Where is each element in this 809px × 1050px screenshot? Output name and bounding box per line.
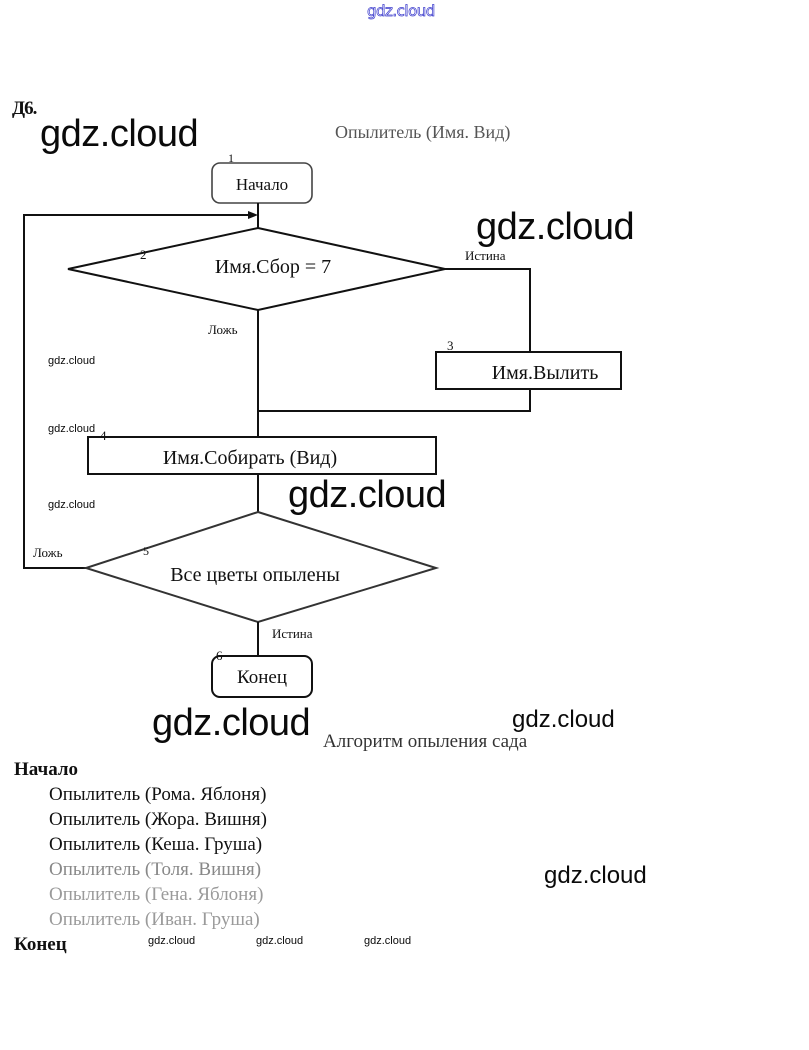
block-decision-collect-text: Имя.Сбор = 7: [215, 256, 331, 278]
loop-back-line: [23, 214, 252, 569]
block-pour-text: Имя.Вылить: [492, 362, 599, 384]
watermark: gdz.cloud: [48, 355, 96, 367]
diagram-caption: Алгоритм опыления сада: [323, 731, 528, 752]
flowchart: Начало Имя.Сбор = 7 Имя.Вылить Имя.Собир…: [23, 151, 622, 698]
diagram-title: Опылитель (Имя. Вид): [335, 122, 511, 142]
algorithm-call: Опылитель (Жора. Вишня): [49, 809, 267, 830]
label-decision-all-true: Истина: [272, 626, 313, 641]
algorithm-call: Опылитель (Кеша. Груша): [49, 834, 263, 855]
loop-arrowhead: [248, 211, 258, 219]
watermark: gdz.cloud: [152, 702, 311, 744]
block-number-6: 6: [216, 648, 223, 663]
block-pour-shape: [435, 351, 622, 390]
watermark: gdz.cloud: [544, 862, 647, 889]
block-number-5: 5: [143, 544, 149, 558]
label-decision-all-false: Ложь: [33, 545, 63, 560]
watermark: gdz.cloud: [288, 474, 447, 516]
algorithm-call: Опылитель (Иван. Груша): [49, 909, 260, 930]
block-end-shape: [211, 655, 313, 698]
algorithm-listing: Начало Опылитель (Рома. Яблоня) Опылител…: [14, 757, 267, 957]
block-number-4: 4: [100, 428, 107, 443]
watermark: gdz.cloud: [256, 935, 304, 947]
block-start-shape: [211, 162, 313, 204]
watermark: gdz.cloud: [148, 935, 196, 947]
algorithm-call: Опылитель (Гена. Яблоня): [49, 884, 264, 905]
algorithm-begin: Начало: [14, 759, 79, 780]
watermark: gdz.cloud: [364, 935, 412, 947]
algorithm-call: Опылитель (Рома. Яблоня): [49, 784, 267, 805]
connector-decision-true: [445, 268, 531, 352]
block-start-text: Начало: [236, 175, 288, 194]
block-number-3: 3: [447, 338, 454, 353]
watermark: gdz.cloud: [476, 206, 635, 248]
label-decision-collect-true: Истина: [465, 248, 506, 263]
block-number-1: 1: [228, 151, 234, 165]
watermark: gdz.cloud: [512, 706, 615, 733]
block-end-text: Конец: [237, 667, 287, 688]
algorithm-call: Опылитель (Толя. Вишня): [49, 859, 262, 880]
watermark-top: gdz.cloud: [367, 2, 436, 21]
connector-pour-merge: [258, 389, 531, 412]
block-number-2: 2: [140, 247, 147, 262]
task-label: Д6.: [12, 98, 37, 119]
block-gather-shape: [87, 436, 437, 475]
watermark: gdz.cloud: [48, 499, 96, 511]
algorithm-end: Конец: [14, 934, 67, 955]
watermark: gdz.cloud: [48, 423, 96, 435]
label-decision-collect-false: Ложь: [208, 322, 238, 337]
block-decision-all-text: Все цветы опылены: [170, 564, 340, 586]
block-gather-text: Имя.Собирать (Вид): [163, 447, 337, 469]
watermark: gdz.cloud: [40, 113, 199, 155]
